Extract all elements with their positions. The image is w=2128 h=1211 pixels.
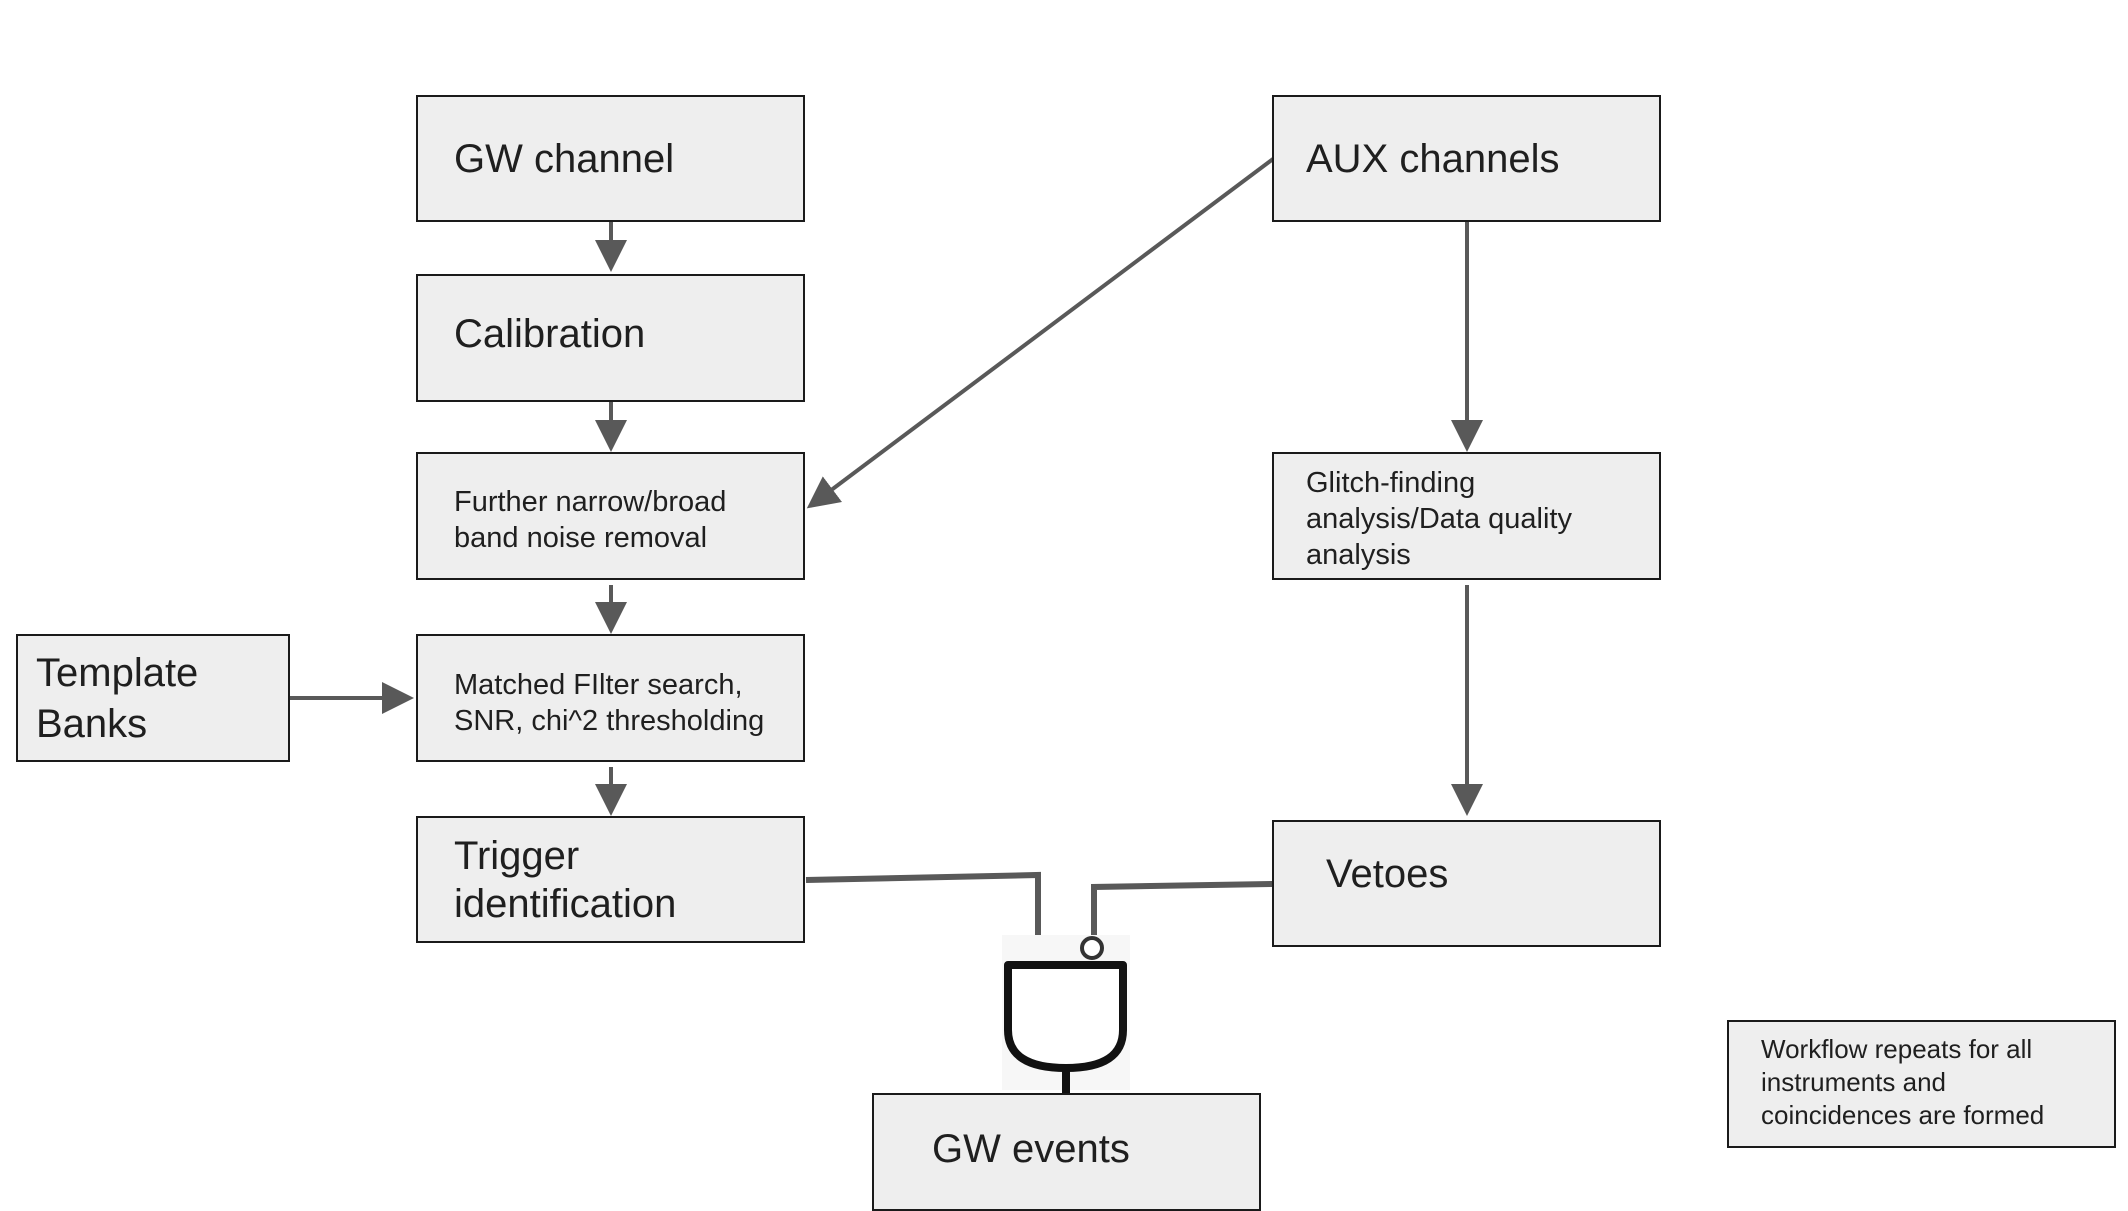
glitch-finding-box: Glitch-finding analysis/Data quality ana… — [1272, 452, 1661, 580]
calibration-label: Calibration — [454, 312, 646, 356]
gw-events-box: GW events — [872, 1093, 1261, 1211]
trigger-identification-box: Trigger identification — [416, 816, 805, 943]
workflow-note-label: Workflow repeats for all instruments and… — [1761, 1034, 2045, 1130]
gw-channel-label: GW channel — [454, 137, 675, 181]
template-banks-label: Template Banks — [36, 651, 199, 746]
calibration-box: Calibration — [416, 274, 805, 402]
arrow-aux-to-noise — [806, 157, 1275, 509]
workflow-note-box: Workflow repeats for all instruments and… — [1727, 1020, 2116, 1148]
vetoes-label: Vetoes — [1326, 852, 1449, 896]
aux-channels-box: AUX channels — [1272, 95, 1661, 222]
wire-vetoes-to-gate — [1091, 881, 1274, 937]
matched-filter-label: Matched FIlter search, SNR, chi^2 thresh… — [454, 669, 765, 737]
glitch-finding-label: Glitch-finding analysis/Data quality ana… — [1306, 467, 1572, 571]
vetoes-box: Vetoes — [1272, 820, 1661, 947]
and-gate-icon — [1002, 935, 1130, 1095]
noise-removal-label: Further narrow/broad band noise removal — [454, 486, 727, 554]
matched-filter-box: Matched FIlter search, SNR, chi^2 thresh… — [416, 634, 805, 762]
template-banks-box: Template Banks — [16, 634, 290, 762]
aux-channels-label: AUX channels — [1306, 137, 1560, 181]
trigger-identification-label: Trigger identification — [454, 834, 677, 926]
gw-channel-box: GW channel — [416, 95, 805, 222]
gw-events-label: GW events — [932, 1127, 1130, 1171]
noise-removal-box: Further narrow/broad band noise removal — [416, 452, 805, 580]
